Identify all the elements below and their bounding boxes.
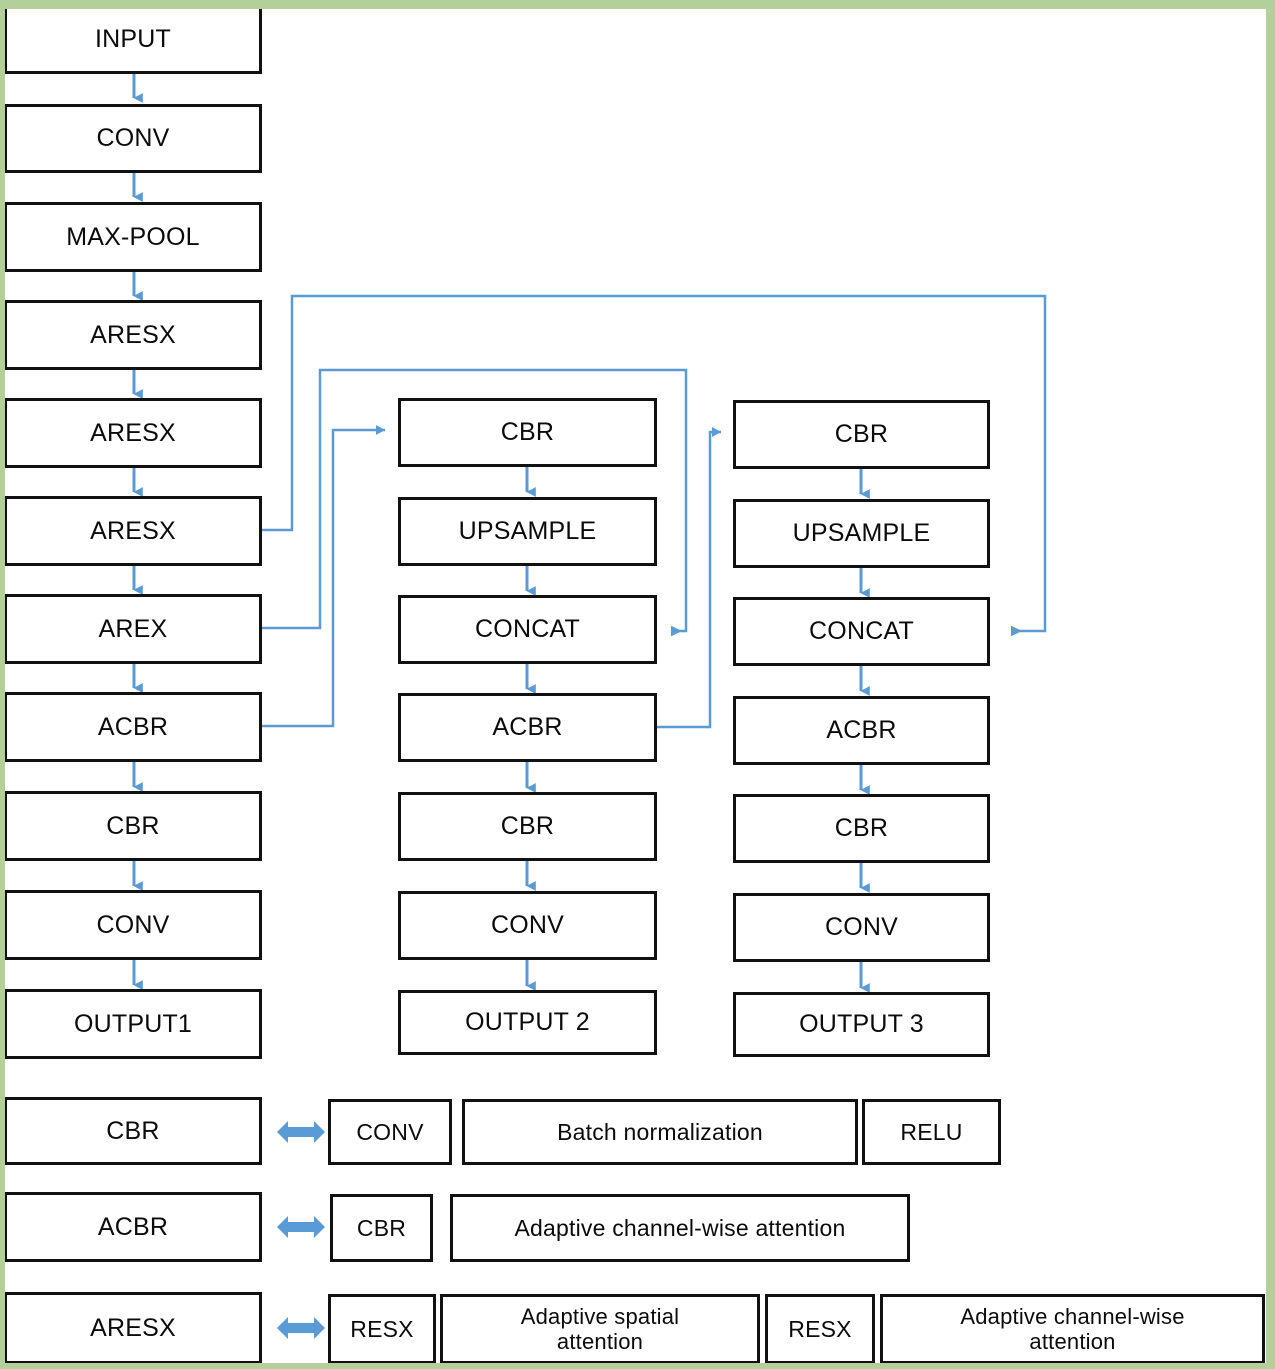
node-aresx-3[interactable]: ARESX [5,496,262,566]
legend-aresx-channel-attention[interactable]: Adaptive channel-wise attention [880,1294,1265,1363]
legend-cbr-conv[interactable]: CONV [328,1099,452,1165]
node-concat-right[interactable]: CONCAT [733,597,990,666]
node-acbr-left[interactable]: ACBR [5,692,262,762]
node-max-pool[interactable]: MAX-POOL [5,202,262,272]
node-cbr-right-2[interactable]: CBR [733,794,990,863]
node-output2[interactable]: OUTPUT 2 [398,990,657,1055]
node-conv-right[interactable]: CONV [733,893,990,962]
skip-acbr-left-to-middle-cbr [262,425,386,728]
node-output1[interactable]: OUTPUT1 [5,989,262,1059]
node-input[interactable]: INPUT [5,9,262,74]
double-arrow-icon-3 [277,1317,325,1339]
legend-key-cbr[interactable]: CBR [5,1097,262,1165]
node-cbr-mid-1[interactable]: CBR [398,398,657,467]
node-cbr-mid-2[interactable]: CBR [398,792,657,861]
node-aresx-1[interactable]: ARESX [5,300,262,370]
legend-cbr-relu[interactable]: RELU [862,1099,1001,1165]
node-upsample-mid[interactable]: UPSAMPLE [398,497,657,566]
legend-aresx-channel-line1: Adaptive channel-wise [960,1303,1185,1329]
node-conv-left[interactable]: CONV [5,890,262,960]
node-arex[interactable]: AREX [5,594,262,664]
node-aresx-2[interactable]: ARESX [5,398,262,468]
node-cbr-right-1[interactable]: CBR [733,400,990,469]
legend-aresx-spatial-attention[interactable]: Adaptive spatial attention [440,1294,760,1363]
node-acbr-right[interactable]: ACBR [733,696,990,765]
legend-cbr-batchnorm[interactable]: Batch normalization [462,1099,858,1165]
node-acbr-mid[interactable]: ACBR [398,693,657,762]
legend-aresx-resx-1[interactable]: RESX [328,1294,436,1363]
node-conv-mid[interactable]: CONV [398,891,657,960]
legend-aresx-resx-2[interactable]: RESX [765,1294,875,1363]
legend-key-acbr[interactable]: ACBR [5,1192,262,1262]
legend-aresx-spatial-line1: Adaptive spatial [520,1303,680,1329]
legend-acbr-cbr[interactable]: CBR [330,1194,433,1262]
legend-acbr-channel-attention[interactable]: Adaptive channel-wise attention [450,1194,910,1262]
skip-acbr-middle-to-right-cbr [657,427,722,729]
node-output3[interactable]: OUTPUT 3 [733,992,990,1057]
legend-key-aresx[interactable]: ARESX [5,1292,262,1363]
double-arrow-icon-2 [277,1216,325,1238]
node-upsample-right[interactable]: UPSAMPLE [733,499,990,568]
legend-aresx-spatial-line2: attention [556,1329,644,1354]
double-arrow-icon-1 [277,1121,325,1143]
node-conv-1[interactable]: CONV [5,104,262,173]
legend-aresx-channel-line2: attention [1029,1329,1116,1354]
node-cbr-left[interactable]: CBR [5,791,262,861]
node-concat-mid[interactable]: CONCAT [398,595,657,664]
